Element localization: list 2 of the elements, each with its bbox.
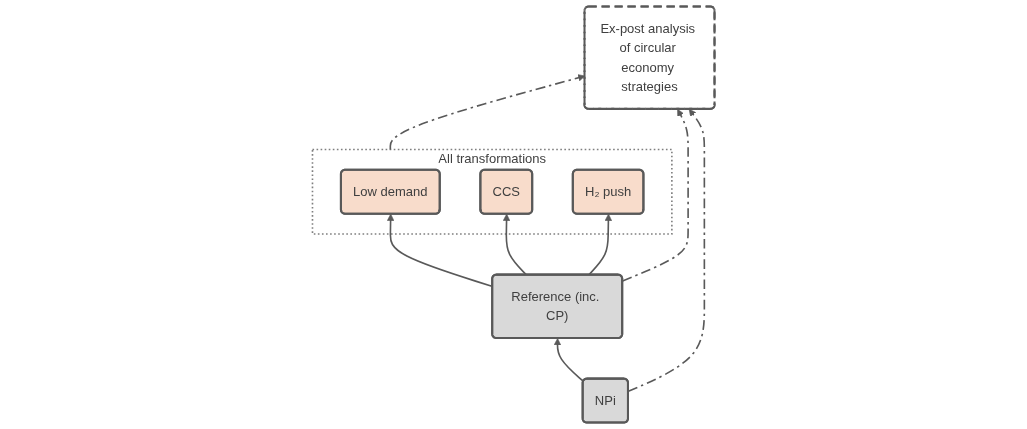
arrow [627, 108, 706, 393]
arrow [553, 338, 585, 383]
